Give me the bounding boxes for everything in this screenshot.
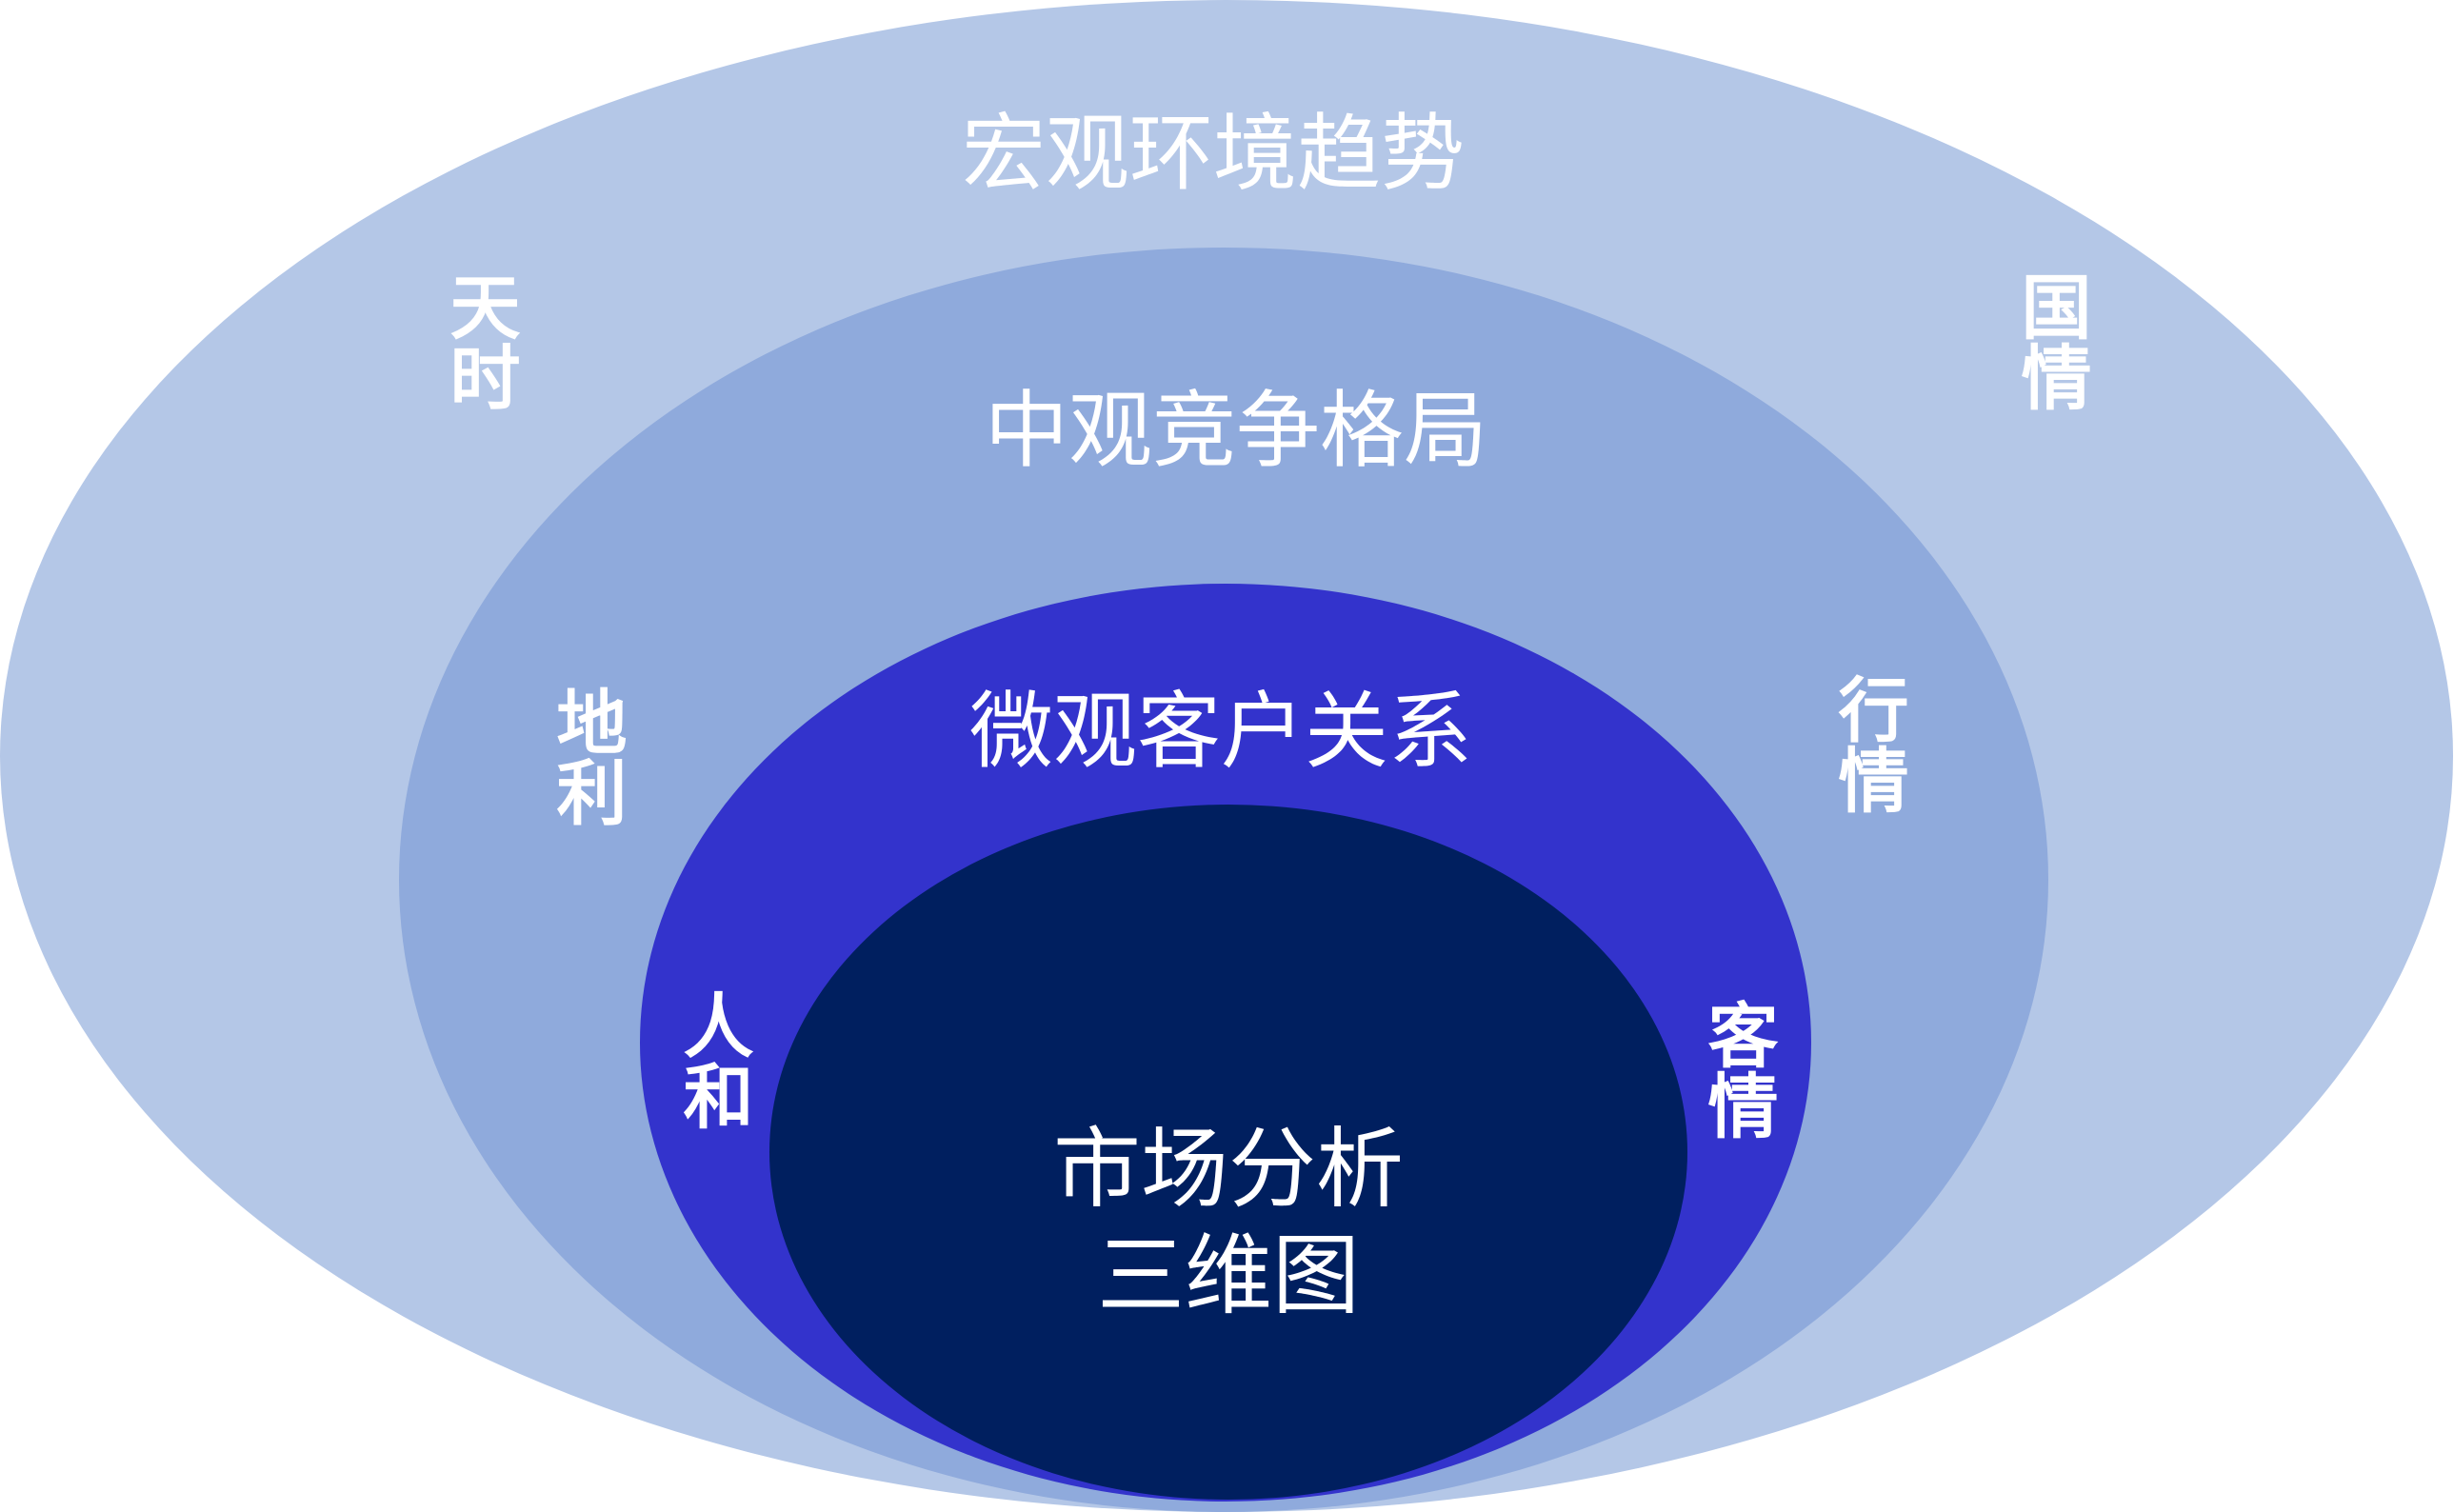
micro-title: 微观客户关系: [969, 683, 1472, 781]
core-ellipse: [769, 805, 1687, 1500]
meso-right-label: 行情: [1826, 673, 1908, 814]
macro-left-label: 天时: [438, 270, 520, 411]
core-title-line1: 市场分析: [1053, 1119, 1404, 1221]
macro-title: 宏观环境趋势: [962, 105, 1465, 203]
core-title-line2: 三维图: [1097, 1225, 1360, 1327]
micro-right-label: 客情: [1696, 999, 1778, 1140]
micro-left-label: 人和: [671, 989, 753, 1130]
meso-title: 中观竞争格局: [985, 382, 1487, 480]
macro-right-label: 国情: [2009, 270, 2091, 411]
meso-left-label: 地利: [545, 686, 627, 826]
